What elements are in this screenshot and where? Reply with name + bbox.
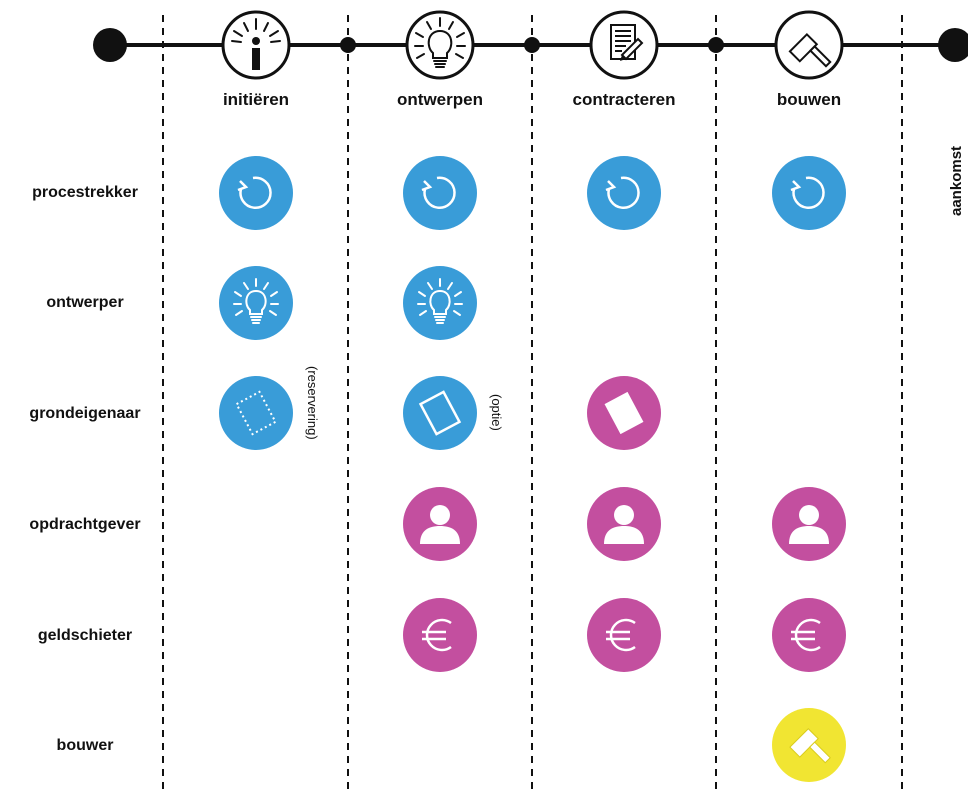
role-label-ontwerper: ontwerper bbox=[46, 294, 124, 311]
grondeigenaar-ontwerpen-document-icon bbox=[403, 376, 477, 450]
geldschieter-ontwerpen-euro-icon bbox=[403, 598, 477, 672]
role-label-bouwer: bouwer bbox=[56, 737, 114, 754]
procestrekker-bouwen-refresh-icon bbox=[772, 156, 846, 230]
end-dot bbox=[938, 28, 968, 62]
phase-label-bouwen: bouwen bbox=[776, 90, 842, 109]
procestrekker-ontwerpen-refresh-icon bbox=[403, 156, 477, 230]
opdrachtgever-ontwerpen-person-icon bbox=[403, 487, 477, 561]
opdrachtgever-bouwen-person-icon bbox=[772, 487, 846, 561]
opdrachtgever-contracteren-person-icon bbox=[587, 487, 661, 561]
phase-dot bbox=[340, 37, 356, 53]
grondeigenaar-initieren-document-icon bbox=[219, 376, 293, 450]
phase-label-initieren: initiëren bbox=[222, 90, 290, 109]
role-label-geldschieter: geldschieter bbox=[37, 627, 133, 644]
hammer-icon bbox=[774, 10, 844, 80]
ontwerper-ontwerpen-lightbulb-icon bbox=[403, 266, 477, 340]
lightbulb-icon bbox=[405, 10, 475, 80]
procestrekker-contracteren-refresh-icon bbox=[587, 156, 661, 230]
note-reservering: (reservering) bbox=[305, 366, 320, 440]
bouwer-bouwen-hammer-icon bbox=[772, 708, 846, 782]
geldschieter-contracteren-euro-icon bbox=[587, 598, 661, 672]
phase-dot bbox=[524, 37, 540, 53]
ontwerper-initieren-lightbulb-icon bbox=[219, 266, 293, 340]
contract-icon bbox=[589, 10, 659, 80]
phase-label-contracteren: contracteren bbox=[572, 90, 676, 109]
start-dot bbox=[93, 28, 127, 62]
note-optie: (optie) bbox=[489, 394, 504, 431]
role-label-grondeigenaar: grondeigenaar bbox=[29, 405, 141, 422]
grondeigenaar-contracteren-document-icon bbox=[587, 376, 661, 450]
role-label-opdrachtgever: opdrachtgever bbox=[29, 516, 141, 533]
role-label-procestrekker: procestrekker bbox=[32, 184, 138, 201]
phase-label-ontwerpen: ontwerpen bbox=[397, 90, 483, 109]
procestrekker-initieren-refresh-icon bbox=[219, 156, 293, 230]
geldschieter-bouwen-euro-icon bbox=[772, 598, 846, 672]
arrival-label: aankomst bbox=[948, 145, 965, 216]
phase-dot bbox=[708, 37, 724, 53]
info-icon bbox=[221, 10, 291, 80]
